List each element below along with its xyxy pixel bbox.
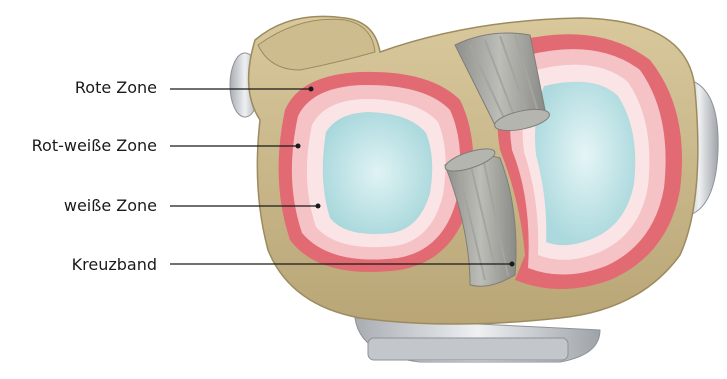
- leader-red-zone-dot: [309, 87, 314, 92]
- leader-cruciate-ligament-dot: [510, 262, 515, 267]
- left-meniscus: [279, 72, 474, 272]
- leader-white-zone-dot: [316, 204, 321, 209]
- base-plate: [355, 318, 600, 362]
- leader-red-white-zone-dot: [296, 144, 301, 149]
- label-cruciate-ligament: Kreuzband: [72, 255, 157, 274]
- label-red-white-zone: Rot-weiße Zone: [32, 136, 157, 155]
- label-red-zone: Rote Zone: [75, 78, 157, 97]
- label-white-zone: weiße Zone: [64, 196, 157, 215]
